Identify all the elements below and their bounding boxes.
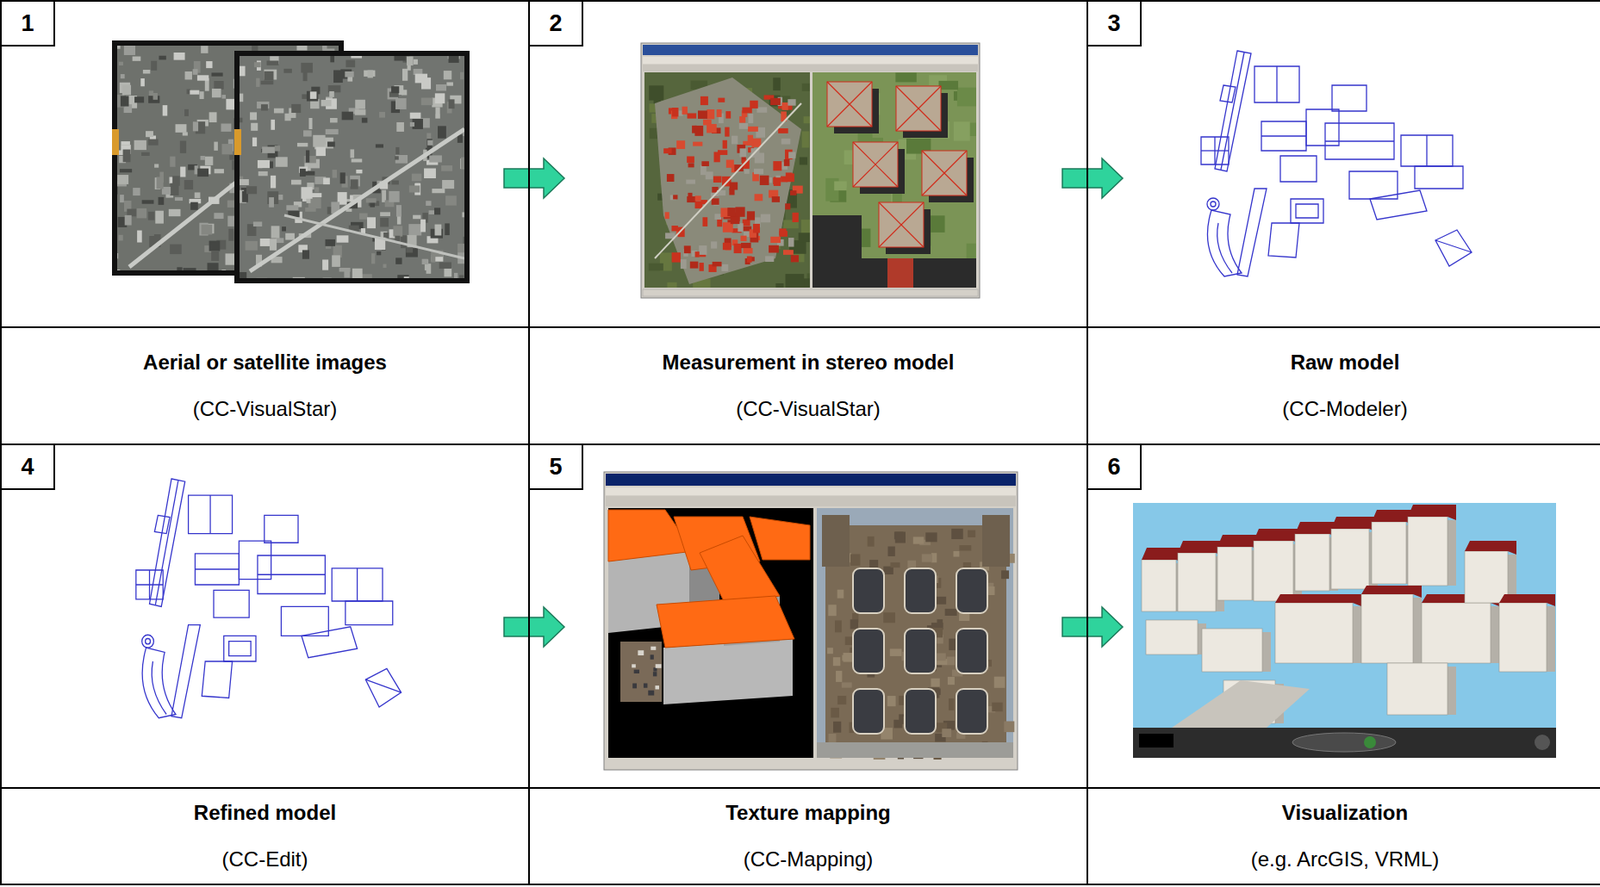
caption-area: Visualization (e.g. ArcGIS, VRML) <box>1088 787 1600 885</box>
caption-area: Refined model (CC-Edit) <box>1 787 529 885</box>
process-panel: Aerial or satellite images (CC-VisualStar… <box>0 0 530 446</box>
process-panel: Visualization (e.g. ArcGIS, VRML) 6 <box>1086 443 1600 886</box>
software-name: (CC-Modeler) <box>1282 397 1408 422</box>
step-number: 3 <box>1107 10 1121 37</box>
step-number: 2 <box>548 10 562 37</box>
process-panel: Texture mapping (CC-Mapping) 5 <box>528 443 1089 886</box>
step-number: 1 <box>20 10 34 37</box>
flow-arrow <box>504 607 565 648</box>
step-number-box: 1 <box>1 1 56 47</box>
caption-area: Texture mapping (CC-Mapping) <box>529 787 1087 885</box>
step-title: Measurement in stereo model <box>662 350 955 375</box>
step-title: Raw model <box>1290 350 1401 375</box>
flow-arrow <box>504 158 565 199</box>
caption-area: Aerial or satellite images (CC-VisualStar… <box>1 326 529 444</box>
process-panel: Refined model (CC-Edit) 4 <box>0 443 530 886</box>
caption-area: Measurement in stereo model (CC-VisualSta… <box>529 326 1087 444</box>
software-name: (CC-Mapping) <box>743 847 874 872</box>
step-number-box: 4 <box>1 445 56 491</box>
step-title: Texture mapping <box>725 801 891 826</box>
step-number-box: 3 <box>1088 1 1142 47</box>
process-panel: Raw model (CC-Modeler) 3 <box>1086 0 1600 446</box>
step-title: Refined model <box>193 801 337 826</box>
step-number-box: 2 <box>529 1 584 47</box>
step-title: Visualization <box>1282 801 1408 826</box>
step-number: 6 <box>1107 454 1121 480</box>
step-number: 4 <box>20 454 34 480</box>
step-number-box: 6 <box>1088 445 1142 491</box>
software-name: (CC-VisualStar) <box>735 397 881 422</box>
flow-arrow <box>1062 607 1123 648</box>
step-number-box: 5 <box>529 445 584 491</box>
process-panel: Measurement in stereo model (CC-VisualSta… <box>528 0 1089 446</box>
software-name: (e.g. ArcGIS, VRML) <box>1251 847 1440 872</box>
software-name: (CC-VisualStar) <box>192 397 338 422</box>
caption-area: Raw model (CC-Modeler) <box>1088 326 1600 444</box>
step-number: 5 <box>548 454 562 480</box>
flow-arrow <box>1062 158 1123 199</box>
software-name: (CC-Edit) <box>222 847 309 872</box>
step-title: Aerial or satellite images <box>143 350 387 375</box>
